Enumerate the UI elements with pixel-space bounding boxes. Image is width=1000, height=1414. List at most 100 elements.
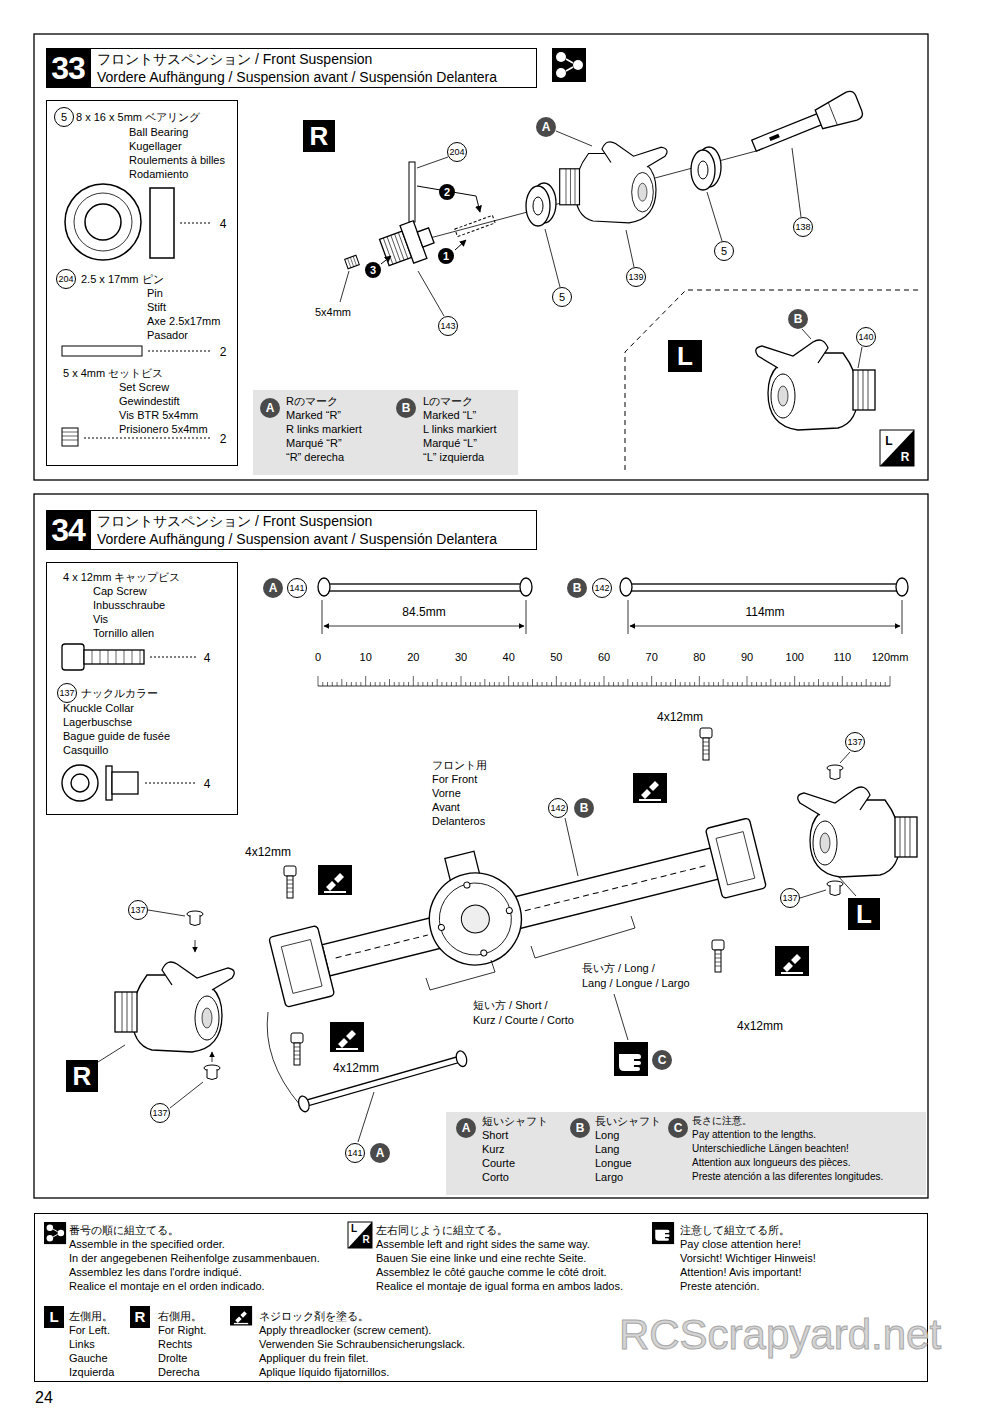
step-order-number: 2: [439, 184, 455, 200]
label-text: 70: [646, 650, 658, 664]
label-text: Long: [595, 1128, 619, 1142]
label-text: Rechts: [158, 1337, 192, 1351]
label-text: Lagerbuschse: [63, 715, 132, 729]
step-number-box: 34: [46, 510, 91, 550]
callout-number: 139: [626, 267, 646, 287]
label-text: Appliquer du frein filet.: [259, 1351, 368, 1365]
label-text: Vordere Aufhängung / Suspension avant / …: [97, 70, 497, 84]
label-text: 90: [741, 650, 753, 664]
callout-letter: B: [570, 1118, 590, 1138]
label-text: Assemblez le côté gauche comme le côté d…: [376, 1265, 607, 1279]
step-number-box: 33: [46, 48, 91, 88]
label-text: Kugellager: [129, 139, 182, 153]
note-box: A短いシャフトShortKurzCourteCortoB長いシャフトLongLa…: [446, 1112, 926, 1195]
label-text: Gauche: [69, 1351, 108, 1365]
label-text: 注意して組立てる所。: [680, 1223, 790, 1237]
note-box: ARのマークMarked “R”R links markiertMarqué “…: [253, 390, 518, 475]
step-number-text: 34: [51, 513, 85, 547]
label-text: Assemblez les dans l'ordre indiqué.: [69, 1265, 242, 1279]
watermark: RCScrapyard.net: [619, 1312, 941, 1358]
side-marker: R: [73, 1062, 92, 1090]
label-text: Avant: [432, 800, 460, 814]
callout-number: 137: [128, 900, 148, 920]
label-text: フロントサスペンション / Front Suspension: [97, 514, 372, 528]
callout-number: 137: [57, 683, 77, 703]
step-order-number: 1: [438, 248, 454, 264]
label-text: 120mm: [872, 650, 909, 664]
label-text: “R” derecha: [286, 450, 344, 464]
callout-number: 142: [592, 578, 612, 598]
callout-letter: A: [260, 398, 280, 418]
label-text: Pay close attention here!: [680, 1237, 801, 1251]
label-text: 4: [204, 777, 211, 791]
label-text: Aplique líquido fijatornillos.: [259, 1365, 389, 1379]
side-marker: R: [310, 122, 329, 150]
label-text: 4x12mm: [657, 710, 703, 724]
label-text: In der angegebenen Reihenfolge zusammenb…: [69, 1251, 320, 1265]
label-text: Marked “R”: [286, 408, 341, 422]
label-text: 100: [786, 650, 804, 664]
label-text: 長い方 / Long /: [582, 961, 655, 975]
label-text: Realice el montaje de igual forma en amb…: [376, 1279, 623, 1293]
parts-list: 58 x 16 x 5mm ベアリングBall BearingKugellage…: [46, 100, 238, 466]
callout-letter: B: [788, 309, 808, 329]
label-text: Marqué “L”: [423, 436, 477, 450]
callout-number: 137: [150, 1103, 170, 1123]
label-text: Realice el montaje en el orden indicado.: [69, 1279, 265, 1293]
label-text: Rodamiento: [129, 167, 188, 181]
label-text: Pasador: [147, 328, 188, 342]
label-text: Lのマーク: [423, 394, 473, 408]
label-text: Largo: [595, 1170, 623, 1184]
label-text: ネジロック剤を塗る。: [259, 1309, 369, 1323]
label-text: Drolte: [158, 1351, 187, 1365]
label-text: Stift: [147, 300, 166, 314]
label-text: 4 x 12mm キャップビス: [63, 570, 180, 584]
label-text: Preste atención.: [680, 1279, 760, 1293]
label-text: Cap Screw: [93, 584, 147, 598]
label-text: フロント用: [432, 758, 487, 772]
label-text: Assemble left and right sides the same w…: [376, 1237, 590, 1251]
label-text: L links markiert: [423, 422, 497, 436]
label-text: For Left.: [69, 1323, 110, 1337]
label-text: Set Screw: [119, 380, 169, 394]
label-text: 長さに注意。: [692, 1114, 752, 1128]
label-text: Vorsicht! Wichtiger Hinweis!: [680, 1251, 816, 1265]
callout-number: 5: [54, 107, 74, 127]
callout-number: 204: [56, 269, 76, 289]
label-text: For Right.: [158, 1323, 206, 1337]
icon-letter: L: [885, 435, 892, 447]
label-text: 0: [315, 650, 321, 664]
callout-number: 141: [345, 1143, 365, 1163]
label-text: Longue: [595, 1156, 632, 1170]
label-text: R links markiert: [286, 422, 362, 436]
label-text: Unterschiedliche Längen beachten!: [692, 1142, 849, 1156]
label-text: 4: [204, 651, 211, 665]
callout-number: 142: [548, 798, 568, 818]
label-text: Axe 2.5x17mm: [147, 314, 220, 328]
callout-letter: A: [456, 1118, 476, 1138]
label-text: Casquillo: [63, 743, 108, 757]
label-text: Attention aux longueurs des pièces.: [692, 1156, 850, 1170]
label-text: Vordere Aufhängung / Suspension avant / …: [97, 532, 497, 546]
label-text: Pay attention to the lengths.: [692, 1128, 816, 1142]
parts-list: 4 x 12mm キャップビスCap ScrewInbusschraubeVis…: [46, 562, 238, 815]
label-text: Delanteros: [432, 814, 485, 828]
callout-letter: A: [370, 1143, 390, 1163]
label-text: 短いシャフト: [482, 1114, 548, 1128]
label-text: 84.5mm: [402, 605, 445, 619]
label-text: Verwenden Sie Schraubensicherungslack.: [259, 1337, 465, 1351]
label-text: 110: [834, 650, 852, 664]
label-text: Derecha: [158, 1365, 200, 1379]
label-text: Apply threadlocker (screw cement).: [259, 1323, 431, 1337]
label-text: 30: [455, 650, 467, 664]
label-text: 番号の順に組立てる。: [69, 1223, 179, 1237]
callout-letter: C: [652, 1050, 672, 1070]
label-text: 4x12mm: [737, 1019, 783, 1033]
label-text: 2.5 x 17mm ピン: [81, 272, 164, 286]
label-text: 長いシャフト: [595, 1114, 661, 1128]
label-text: 5x4mm: [315, 305, 351, 319]
label-text: ナックルカラー: [81, 686, 158, 700]
